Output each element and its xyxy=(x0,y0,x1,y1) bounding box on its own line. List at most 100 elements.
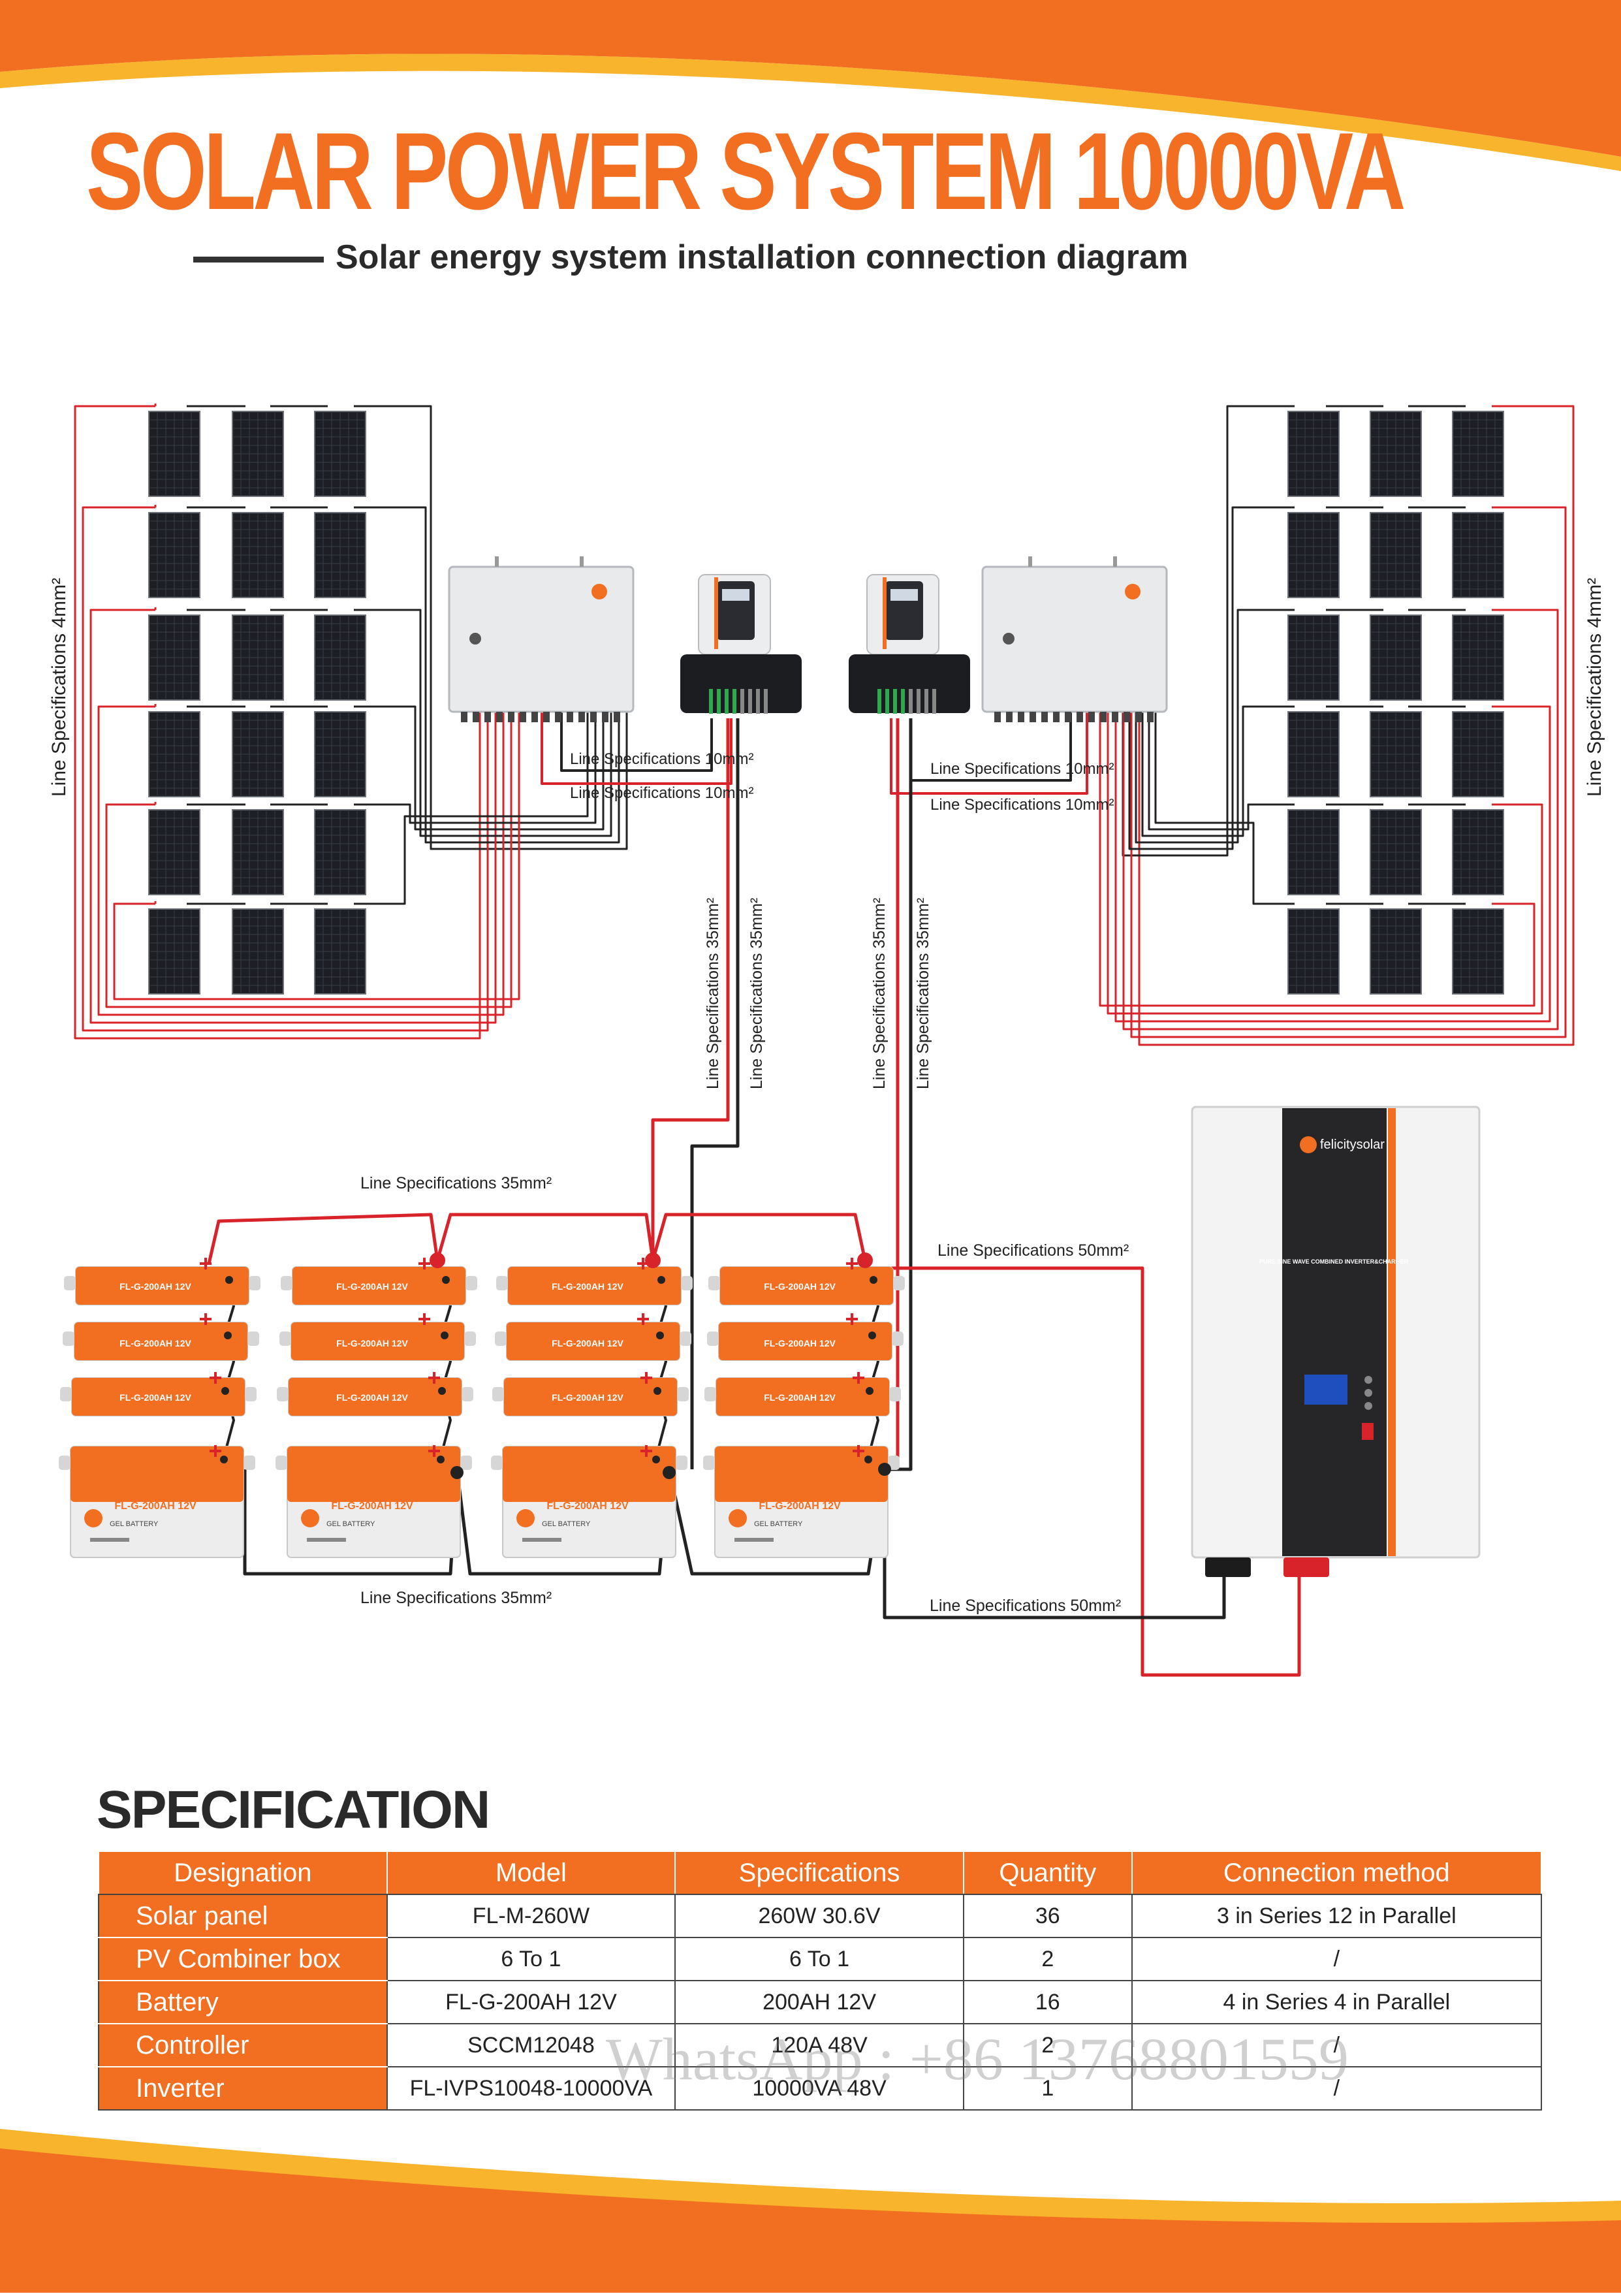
solar-panel xyxy=(314,614,366,701)
battery-terminal-positive xyxy=(200,1313,212,1325)
brand-logo xyxy=(729,1509,747,1527)
controller-terminal xyxy=(901,689,905,714)
table-row: Controller SCCM12048 120A 48V 2 / xyxy=(98,2023,1543,2067)
table-row: PV Combiner box 6 To 1 6 To 1 2 / xyxy=(98,1937,1543,1981)
string-positive xyxy=(89,609,497,1024)
solar-panel xyxy=(148,711,200,797)
battery-terminal-positive xyxy=(637,1258,649,1269)
combiner-gland xyxy=(1088,712,1095,722)
solar-panel xyxy=(1287,512,1340,598)
controller-terminal xyxy=(893,689,897,714)
battery-handle xyxy=(708,1276,720,1290)
string-negative xyxy=(1148,712,1295,831)
battery-terminal-positive xyxy=(428,1372,440,1384)
battery-handle xyxy=(893,1276,905,1290)
cell-model: SCCM12048 xyxy=(386,2023,676,2067)
battery-node-negative xyxy=(450,1466,464,1479)
battery-terminal-negative xyxy=(441,1331,449,1339)
combiner-gland xyxy=(1135,712,1142,722)
battery xyxy=(59,1446,255,1558)
charge-controller xyxy=(680,574,802,714)
cell-model: FL-IVPS10048-10000VA xyxy=(386,2066,676,2111)
col-model: Model xyxy=(386,1851,676,1895)
battery-label: FL-G-200AH 12V xyxy=(764,1392,836,1403)
solar-panel xyxy=(148,411,200,497)
cell-connection: / xyxy=(1131,2023,1543,2067)
solar-panel xyxy=(1287,411,1340,497)
bottom-banner xyxy=(0,2148,1621,2293)
label-35mm-v3: Line Specifications 35mm² xyxy=(870,898,889,1089)
string-positive xyxy=(97,705,505,1016)
battery xyxy=(60,1377,257,1416)
string-negative xyxy=(1128,506,1295,850)
battery-terminal-negative xyxy=(224,1331,232,1339)
watermark: WhatsApp : +86 13768801559 xyxy=(606,2026,1349,2092)
battery-type-label: GEL BATTERY xyxy=(754,1520,803,1528)
string-negative xyxy=(354,506,620,844)
battery-terminal-negative xyxy=(221,1387,229,1395)
solar-panel xyxy=(148,908,200,995)
cell-model: FL-G-200AH 12V xyxy=(386,1980,676,2024)
solar-panel xyxy=(232,711,284,797)
solar-panel xyxy=(314,809,366,895)
cell-designation: Inverter xyxy=(98,2066,388,2111)
solar-panel xyxy=(314,411,366,497)
battery-label: FL-G-200AH 12V xyxy=(336,1281,408,1292)
string-positive xyxy=(74,405,481,1040)
battery xyxy=(277,1377,473,1416)
battery-terminal-negative xyxy=(220,1456,228,1463)
combiner-gland xyxy=(520,712,526,722)
col-connection-method: Connection method xyxy=(1131,1851,1543,1895)
label-50mm-top: Line Specifications 50mm² xyxy=(937,1241,1129,1260)
combiner-gland xyxy=(531,712,538,722)
battery-terminal-negative xyxy=(657,1276,665,1284)
inverter-face xyxy=(1282,1108,1387,1556)
solar-panel xyxy=(1452,711,1504,797)
solar-panel xyxy=(314,711,366,797)
battery-terminal-negative xyxy=(438,1387,446,1395)
battery xyxy=(281,1266,477,1305)
spec-table: Designation Model Specifications Quantit… xyxy=(98,1851,1543,2111)
battery-label-strip xyxy=(90,1538,129,1542)
solar-panel xyxy=(232,512,284,598)
solar-panel xyxy=(232,908,284,995)
table-row: Solar panel FL-M-260W 260W 30.6V 36 3 in… xyxy=(98,1894,1543,1938)
label-10mm-1: Line Specifications 10mm² xyxy=(570,750,753,768)
brand-logo xyxy=(1300,1136,1317,1153)
battery-handle xyxy=(277,1387,289,1401)
inverter-caption: PURE SINE WAVE COMBINED INVERTER&CHARGER xyxy=(1259,1258,1409,1265)
inverter-brand: felicitysolar xyxy=(1320,1138,1385,1152)
battery xyxy=(63,1322,259,1361)
battery-terminal-positive xyxy=(853,1372,864,1384)
battery-terminal-negative xyxy=(864,1456,872,1463)
cell-specifications: 120A 48V xyxy=(674,2023,964,2067)
brand-logo xyxy=(516,1509,535,1527)
battery-handle xyxy=(707,1331,719,1346)
string-positive xyxy=(1138,405,1575,1046)
cell-designation: PV Combiner box xyxy=(98,1937,388,1981)
battery-terminal-positive xyxy=(418,1258,430,1269)
brand-logo xyxy=(591,584,607,599)
wire-35mm xyxy=(651,718,730,1260)
string-negative xyxy=(1154,712,1295,905)
battery-handle xyxy=(681,1276,693,1290)
string-negative xyxy=(354,405,628,850)
battery-handle xyxy=(281,1276,292,1290)
cell-connection: / xyxy=(1131,2066,1543,2111)
combiner-gland xyxy=(994,712,1001,722)
controller-stripe xyxy=(714,577,718,649)
inverter-stripe xyxy=(1388,1108,1396,1556)
controller-terminal xyxy=(917,689,921,714)
battery xyxy=(703,1446,900,1558)
solar-panel xyxy=(148,614,200,701)
battery-handle xyxy=(462,1387,473,1401)
combiner-mount xyxy=(1113,556,1117,567)
battery-top xyxy=(716,1378,889,1416)
table-row: Inverter FL-IVPS10048-10000VA 10000VA 48… xyxy=(98,2066,1543,2111)
battery-handle xyxy=(892,1331,904,1346)
solar-panel-array xyxy=(148,411,1504,995)
charge-controller xyxy=(849,574,970,714)
battery-top xyxy=(76,1267,249,1305)
